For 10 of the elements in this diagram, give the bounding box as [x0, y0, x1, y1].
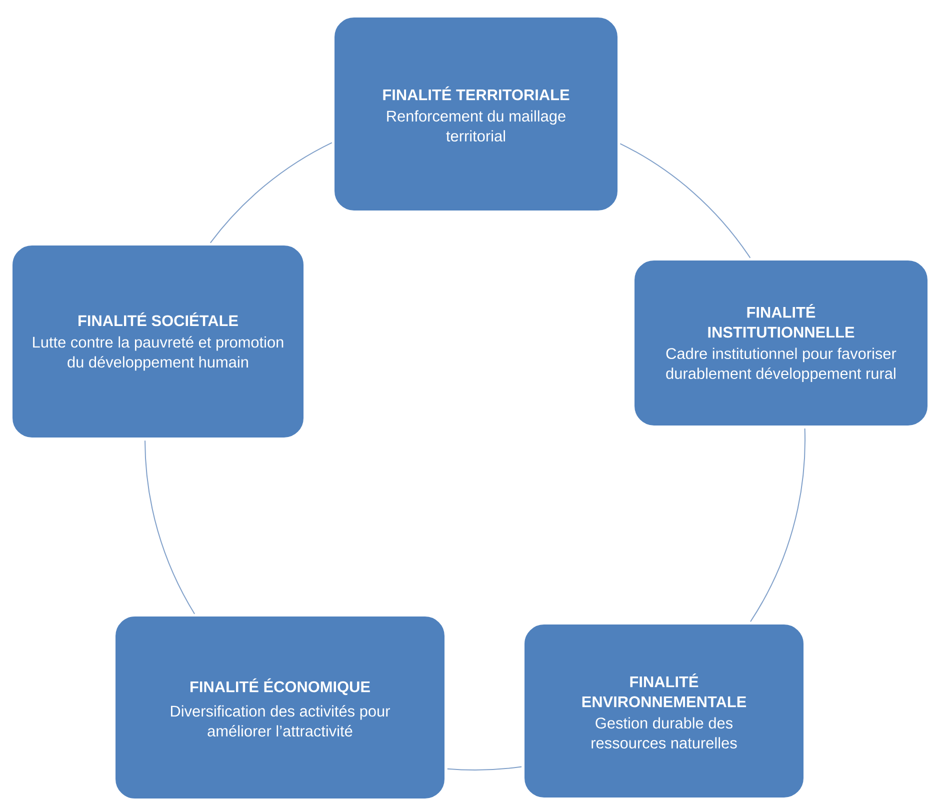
connector-arc: [144, 440, 196, 614]
connector-arc: [210, 142, 332, 244]
connector-arc: [446, 766, 522, 770]
process-box: FINALITÉ SOCIÉTALE Lutte contre la pauvreté et promotion du développement humain: [8, 240, 308, 442]
process-box: FINALITÉ INSTITUTIONNELLE Cadre institutionnel pour favoriser durablement développement rural: [630, 255, 931, 430]
process-box: FINALITÉ ENVIRONNEMENTALE Gestion durable des ressources naturelles: [520, 619, 808, 802]
process-box: FINALITÉ TERRITORIALE Renforcement du maillage territorial: [330, 12, 622, 216]
connector-arc: [750, 428, 806, 622]
process-box: FINALITÉ ÉCONOMIQUE Diversification des activités pour améliorer l’attractivité: [110, 611, 450, 803]
connector-arc: [620, 143, 751, 258]
